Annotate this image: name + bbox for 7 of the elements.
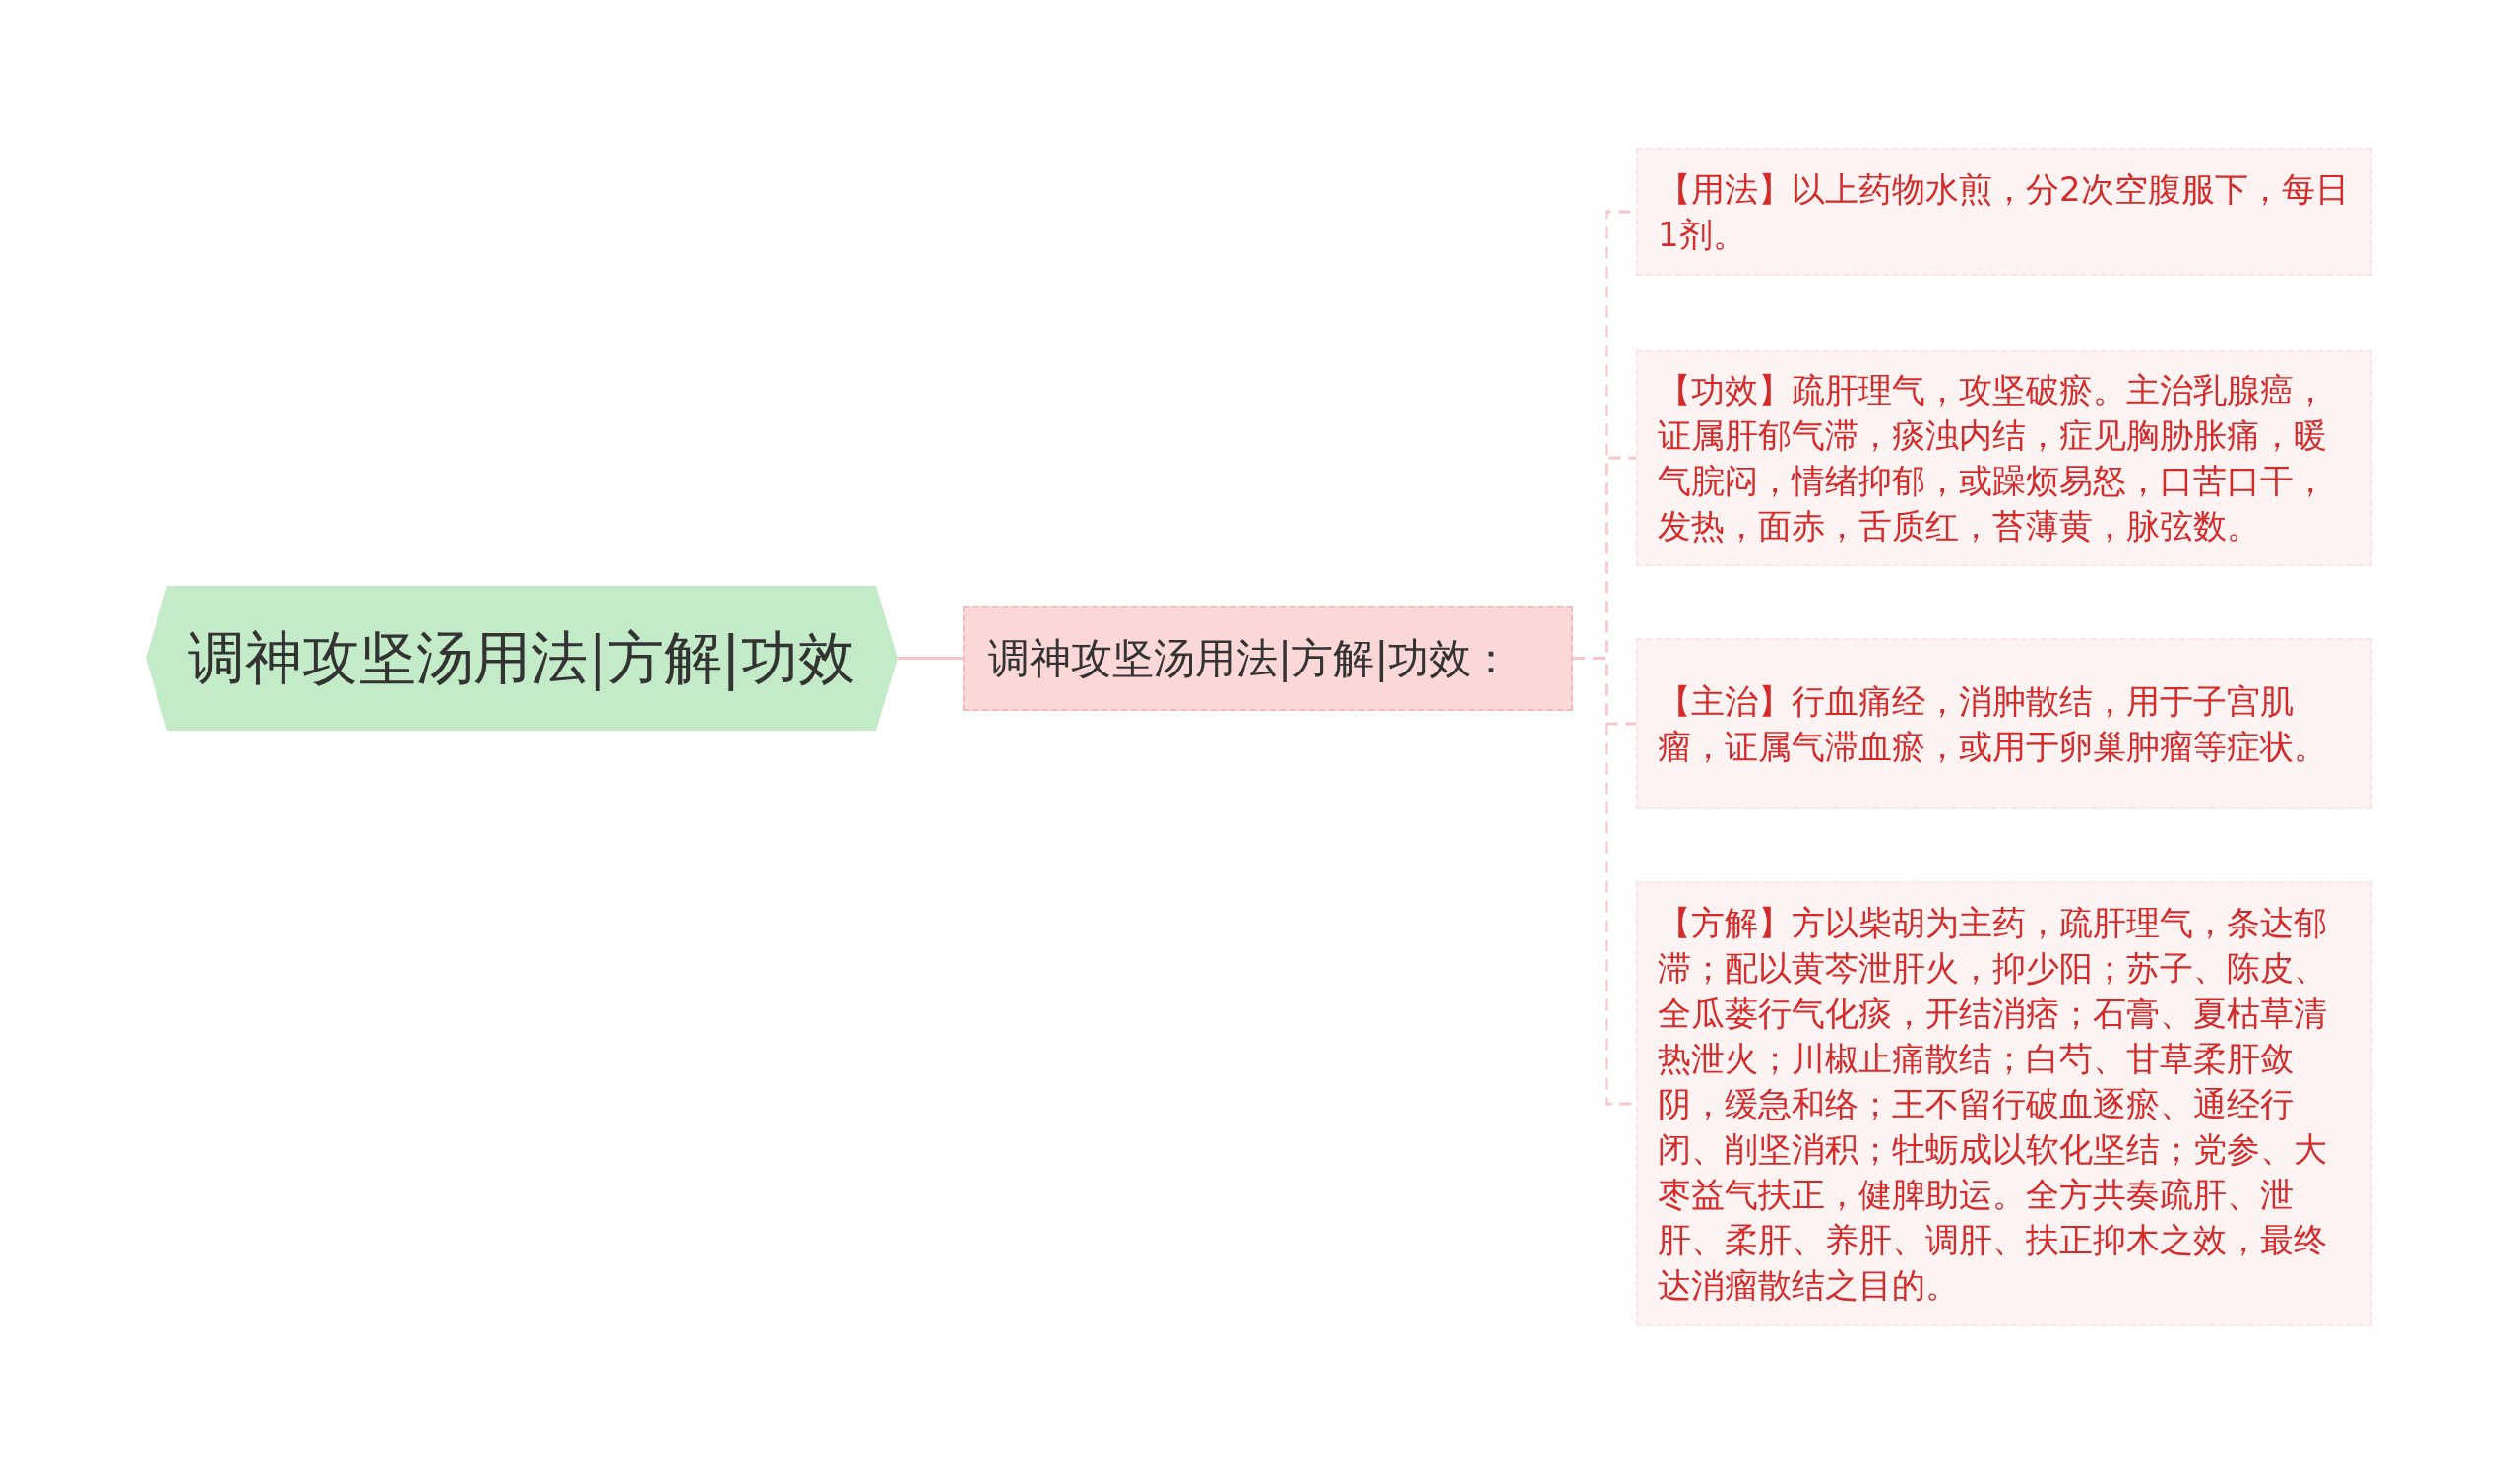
- subtopic-box: 调神攻坚汤用法|方解|功效：: [963, 606, 1573, 711]
- detail-box: 【方解】方以柴胡为主药，疏肝理气，条达郁滞；配以黄芩泄肝火，抑少阳；苏子、陈皮、全瓜蒌行气化痰，开结消痞；石膏、夏枯草清热泄火；川椒止痛散结；白芍、甘草柔肝敛阴，缓急和络；王不留行破血逐瘀、通经行闭、削坚消积；牡蛎成以软化坚结；党参、大枣益气扶正，健脾助运。全方共奏疏肝、泄肝、柔肝、养肝、调肝、扶正抑木之效，最终达消瘤散结之目的。: [1636, 881, 2372, 1326]
- detail-box: 【主治】行血痛经，消肿散结，用于子宫肌瘤，证属气滞血瘀，或用于卵巢肿瘤等症状。: [1636, 638, 2372, 809]
- topic-hexagon: 调神攻坚汤用法|方解|功效: [146, 586, 898, 731]
- connector: [898, 657, 963, 660]
- detail-box: 【功效】疏肝理气，攻坚破瘀。主治乳腺癌，证属肝郁气滞，痰浊内结，症见胸胁胀痛，暖气脘闷，情绪抑郁，或躁烦易怒，口苦口干，发热，面赤，舌质红，苔薄黄，脉弦数。: [1636, 350, 2372, 566]
- detail-box: 【用法】以上药物水煎，分2次空腹服下，每日1剂。: [1636, 148, 2372, 276]
